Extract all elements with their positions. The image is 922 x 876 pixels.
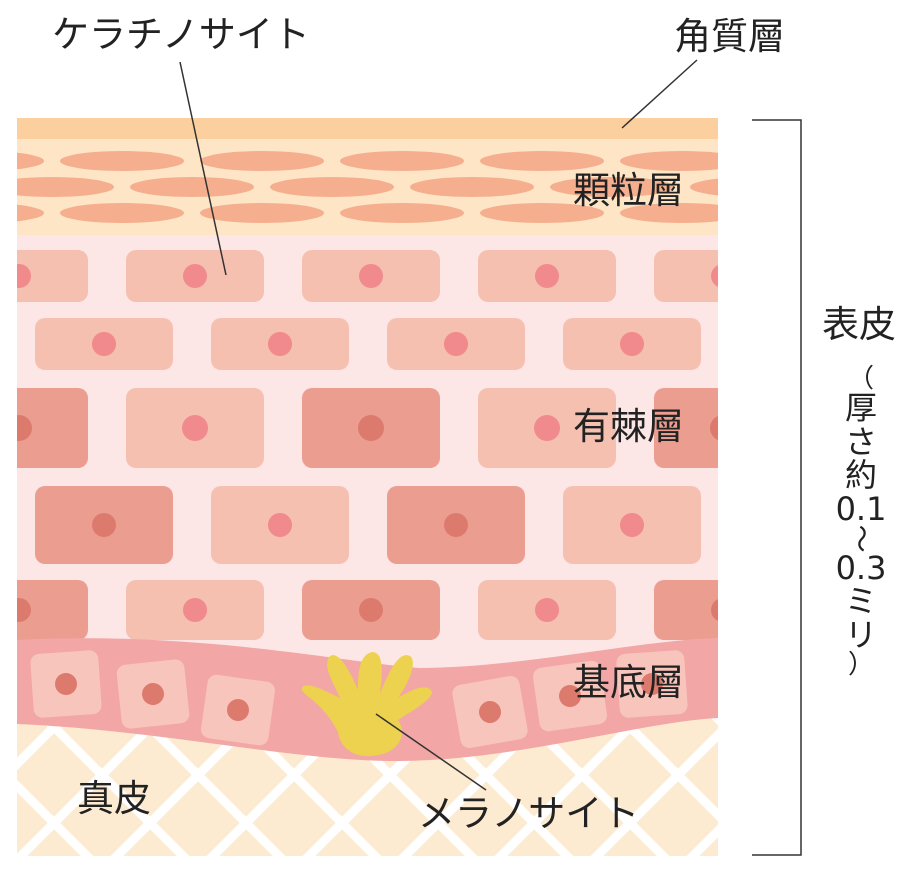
granular-cell <box>270 177 394 197</box>
basal-cells <box>30 650 688 748</box>
cell-nucleus <box>55 673 77 695</box>
granular-cell <box>410 177 534 197</box>
leader-lines <box>179 59 698 791</box>
keratinocyte-leader <box>179 61 227 276</box>
cell-nucleus <box>359 264 383 288</box>
cell-nucleus <box>479 701 501 723</box>
dermis-mesh-line <box>17 779 94 856</box>
stratum-corneum-leader <box>621 59 698 129</box>
cell-nucleus <box>796 332 820 356</box>
dermis-mesh-line <box>685 686 718 726</box>
keratinocyte-label: ケラチノサイト <box>52 13 310 56</box>
cell-nucleus <box>535 264 559 288</box>
granular-cell <box>17 152 44 170</box>
thickness-open-paren: （ <box>847 364 874 394</box>
granular-cells <box>17 151 718 223</box>
keratinocyte-cell <box>654 388 718 468</box>
dermis-mesh-line <box>785 690 922 860</box>
spinous-cells <box>17 250 820 640</box>
granular-cell <box>620 203 718 223</box>
cell-nucleus <box>92 513 116 537</box>
thickness-max: 0.3 <box>835 548 887 587</box>
granular-cell <box>550 177 674 197</box>
cell-nucleus <box>183 598 207 622</box>
granular-cell <box>17 204 44 222</box>
dermis-mesh-line <box>686 824 718 856</box>
melanocyte-leader <box>375 713 487 791</box>
cell-nucleus <box>358 415 384 441</box>
cell-nucleus <box>711 599 718 621</box>
cell-nucleus <box>359 598 383 622</box>
thickness-unit-char: ミ <box>844 582 877 621</box>
cell-nucleus <box>268 332 292 356</box>
cell-nucleus <box>559 685 581 707</box>
granular-cell <box>620 151 718 171</box>
cell-nucleus <box>620 332 644 356</box>
cell-nucleus <box>17 264 31 288</box>
basal-cell <box>452 676 528 748</box>
cell-nucleus <box>641 673 663 695</box>
spinous-layer-label: 有棘層 <box>573 405 684 448</box>
melanocyte-label: メラノサイト <box>418 792 640 835</box>
granular-cell <box>200 151 324 171</box>
granular-cell <box>690 178 718 196</box>
dermis-mesh-line <box>590 728 718 856</box>
dermis-label: 真皮 <box>77 777 151 820</box>
keratinocyte-cell <box>17 580 88 640</box>
stratum-corneum-label: 角質層 <box>674 15 785 58</box>
epidermis-label: 表皮 <box>822 303 896 346</box>
cell-nucleus <box>711 265 718 287</box>
thickness-char: 約 <box>844 456 877 495</box>
basal-cell <box>116 659 190 729</box>
cell-nucleus <box>535 598 559 622</box>
granular-cell <box>130 177 254 197</box>
granular-cell <box>60 151 184 171</box>
keratinocyte-cell <box>654 250 718 302</box>
cell-nucleus <box>92 332 116 356</box>
dermis-mesh-line <box>785 690 922 860</box>
cell-nucleus <box>796 513 820 537</box>
thickness-char: 厚 <box>844 389 877 427</box>
cell-nucleus <box>268 513 292 537</box>
basal-cell <box>30 650 102 718</box>
basal-cell <box>201 674 275 746</box>
cell-nucleus <box>17 598 31 622</box>
epidermis-bracket <box>752 119 802 856</box>
granular-cell <box>340 151 464 171</box>
keratinocyte-cell <box>17 388 88 468</box>
thickness-char: さ <box>844 422 877 461</box>
granular-cell <box>60 203 184 223</box>
cell-nucleus <box>227 699 249 721</box>
cell-nucleus <box>620 513 644 537</box>
dermis-mesh-line <box>881 690 922 860</box>
basal-cell <box>533 660 607 732</box>
cell-nucleus <box>142 683 164 705</box>
basal-layer-label: 基底層 <box>573 661 684 704</box>
thickness-tilde: 〜 <box>844 524 878 553</box>
thickness-note: （ 厚 さ 約 0.1 〜 0.3 ミ リ ） <box>835 364 887 681</box>
keratinocyte-cell <box>654 580 718 640</box>
stratum-corneum-layer <box>17 118 718 139</box>
granular-cell <box>480 203 604 223</box>
cell-nucleus <box>444 513 468 537</box>
basal-cell <box>616 650 688 718</box>
dermis-mesh-line <box>881 690 922 860</box>
granular-cell <box>200 203 324 223</box>
cell-nucleus <box>444 332 468 356</box>
cell-nucleus <box>183 264 207 288</box>
granular-cell <box>17 177 114 197</box>
thickness-unit-char: リ <box>844 615 877 654</box>
cell-nucleus <box>710 416 718 440</box>
keratinocyte-cell <box>17 250 88 302</box>
cell-nucleus <box>17 415 32 441</box>
granular-cell <box>340 203 464 223</box>
thickness-close-paren: ） <box>847 650 874 681</box>
cell-nucleus <box>534 415 560 441</box>
granular-cell <box>480 151 604 171</box>
cell-nucleus <box>182 415 208 441</box>
thickness-min: 0.1 <box>835 489 887 528</box>
granular-layer-label: 顆粒層 <box>573 169 684 212</box>
